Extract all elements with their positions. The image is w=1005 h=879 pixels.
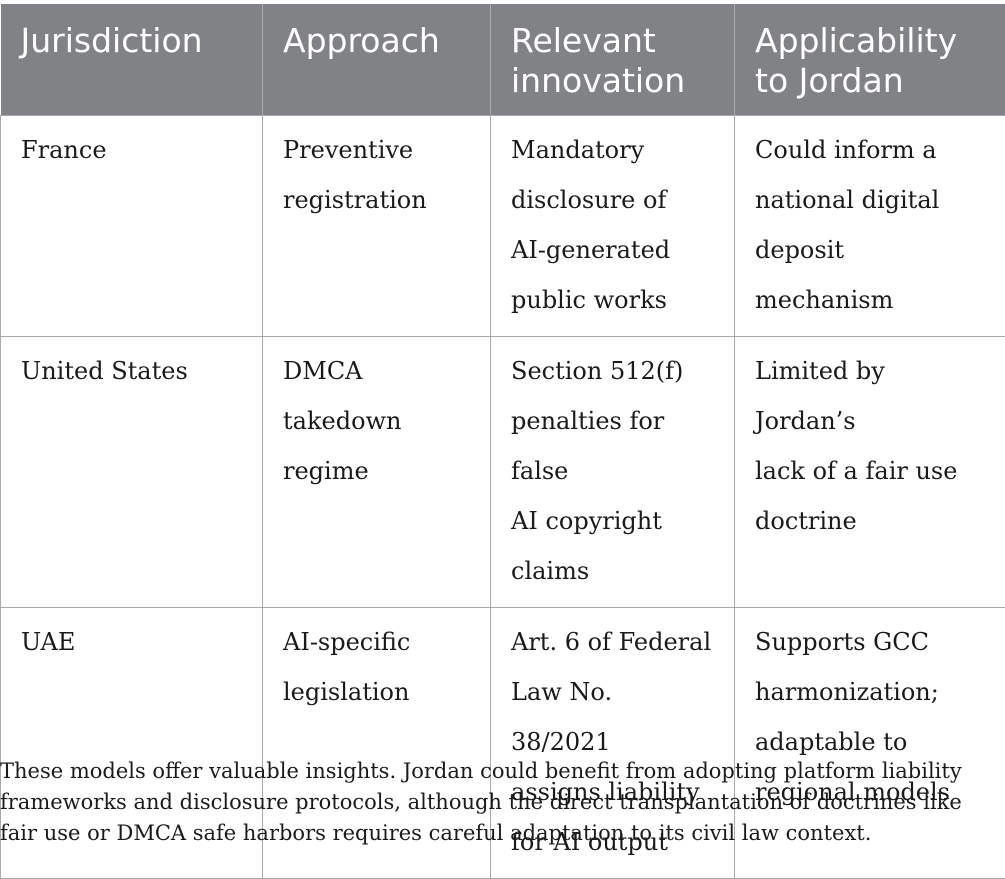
header-innovation-line-2: innovation xyxy=(511,61,685,100)
paragraph-line: frameworks and disclosure protocols, alt… xyxy=(0,790,962,814)
body-paragraph: These models offer valuable insights. Jo… xyxy=(0,756,1000,849)
cell-line: registration xyxy=(283,186,427,214)
cell-approach: DMCA takedown regime xyxy=(263,337,491,608)
cell-line: adaptable to xyxy=(755,728,907,756)
cell-line: penalties for false xyxy=(511,407,664,485)
table-row: France Preventive registration Mandatory d… xyxy=(1,116,1005,337)
cell-line: Could inform a xyxy=(755,136,937,164)
header-applicability-line-2: to Jordan xyxy=(755,61,904,100)
cell-line: doctrine xyxy=(755,507,857,535)
cell-line: AI copyright xyxy=(511,507,662,535)
table-row: United States DMCA takedown regime Section… xyxy=(1,337,1005,608)
cell-line: Mandatory xyxy=(511,136,644,164)
cell-innovation: Mandatory disclosure of AI-generated public… xyxy=(491,116,735,337)
cell-applicability: Limited by Jordan’s lack of a fair use doc… xyxy=(735,337,1005,608)
cell-line: legislation xyxy=(283,678,409,706)
paragraph-line: fair use or DMCA safe harbors requires c… xyxy=(0,821,871,845)
header-approach: Approach xyxy=(263,4,491,116)
cell-line: Section 512(f) xyxy=(511,357,683,385)
cell-line: public works xyxy=(511,286,667,314)
header-jurisdiction-text: Jurisdiction xyxy=(21,21,203,60)
cell-line: Art. 6 of Federal xyxy=(511,628,711,656)
cell-jurisdiction: United States xyxy=(1,337,263,608)
cell-approach: Preventive registration xyxy=(263,116,491,337)
cell-line: national digital xyxy=(755,186,939,214)
cell-line: regime xyxy=(283,457,369,485)
cell-line: Supports GCC xyxy=(755,628,929,656)
cell-line: UAE xyxy=(21,628,75,656)
cell-innovation: Section 512(f) penalties for false AI copy… xyxy=(491,337,735,608)
cell-line: DMCA xyxy=(283,357,363,385)
cell-line: Preventive xyxy=(283,136,413,164)
cell-line: Limited by Jordan’s xyxy=(755,357,885,435)
cell-line: France xyxy=(21,136,107,164)
cell-line: lack of a fair use xyxy=(755,457,957,485)
header-applicability-line-1: Applicability xyxy=(755,21,957,60)
header-innovation-line-1: Relevant xyxy=(511,21,656,60)
header-approach-text: Approach xyxy=(283,21,440,60)
cell-line: claims xyxy=(511,557,589,585)
cell-line: takedown xyxy=(283,407,402,435)
cell-line: United States xyxy=(21,357,188,385)
cell-jurisdiction: France xyxy=(1,116,263,337)
cell-line: AI-specific xyxy=(283,628,410,656)
cell-applicability: Could inform a national digital deposit me… xyxy=(735,116,1005,337)
cell-line: deposit mechanism xyxy=(755,236,893,314)
cell-line: Law No. 38/2021 xyxy=(511,678,612,756)
cell-line: AI-generated xyxy=(511,236,670,264)
cell-line: harmonization; xyxy=(755,678,939,706)
paragraph-line: These models offer valuable insights. Jo… xyxy=(0,759,962,783)
header-jurisdiction: Jurisdiction xyxy=(1,4,263,116)
cell-line: disclosure of xyxy=(511,186,666,214)
